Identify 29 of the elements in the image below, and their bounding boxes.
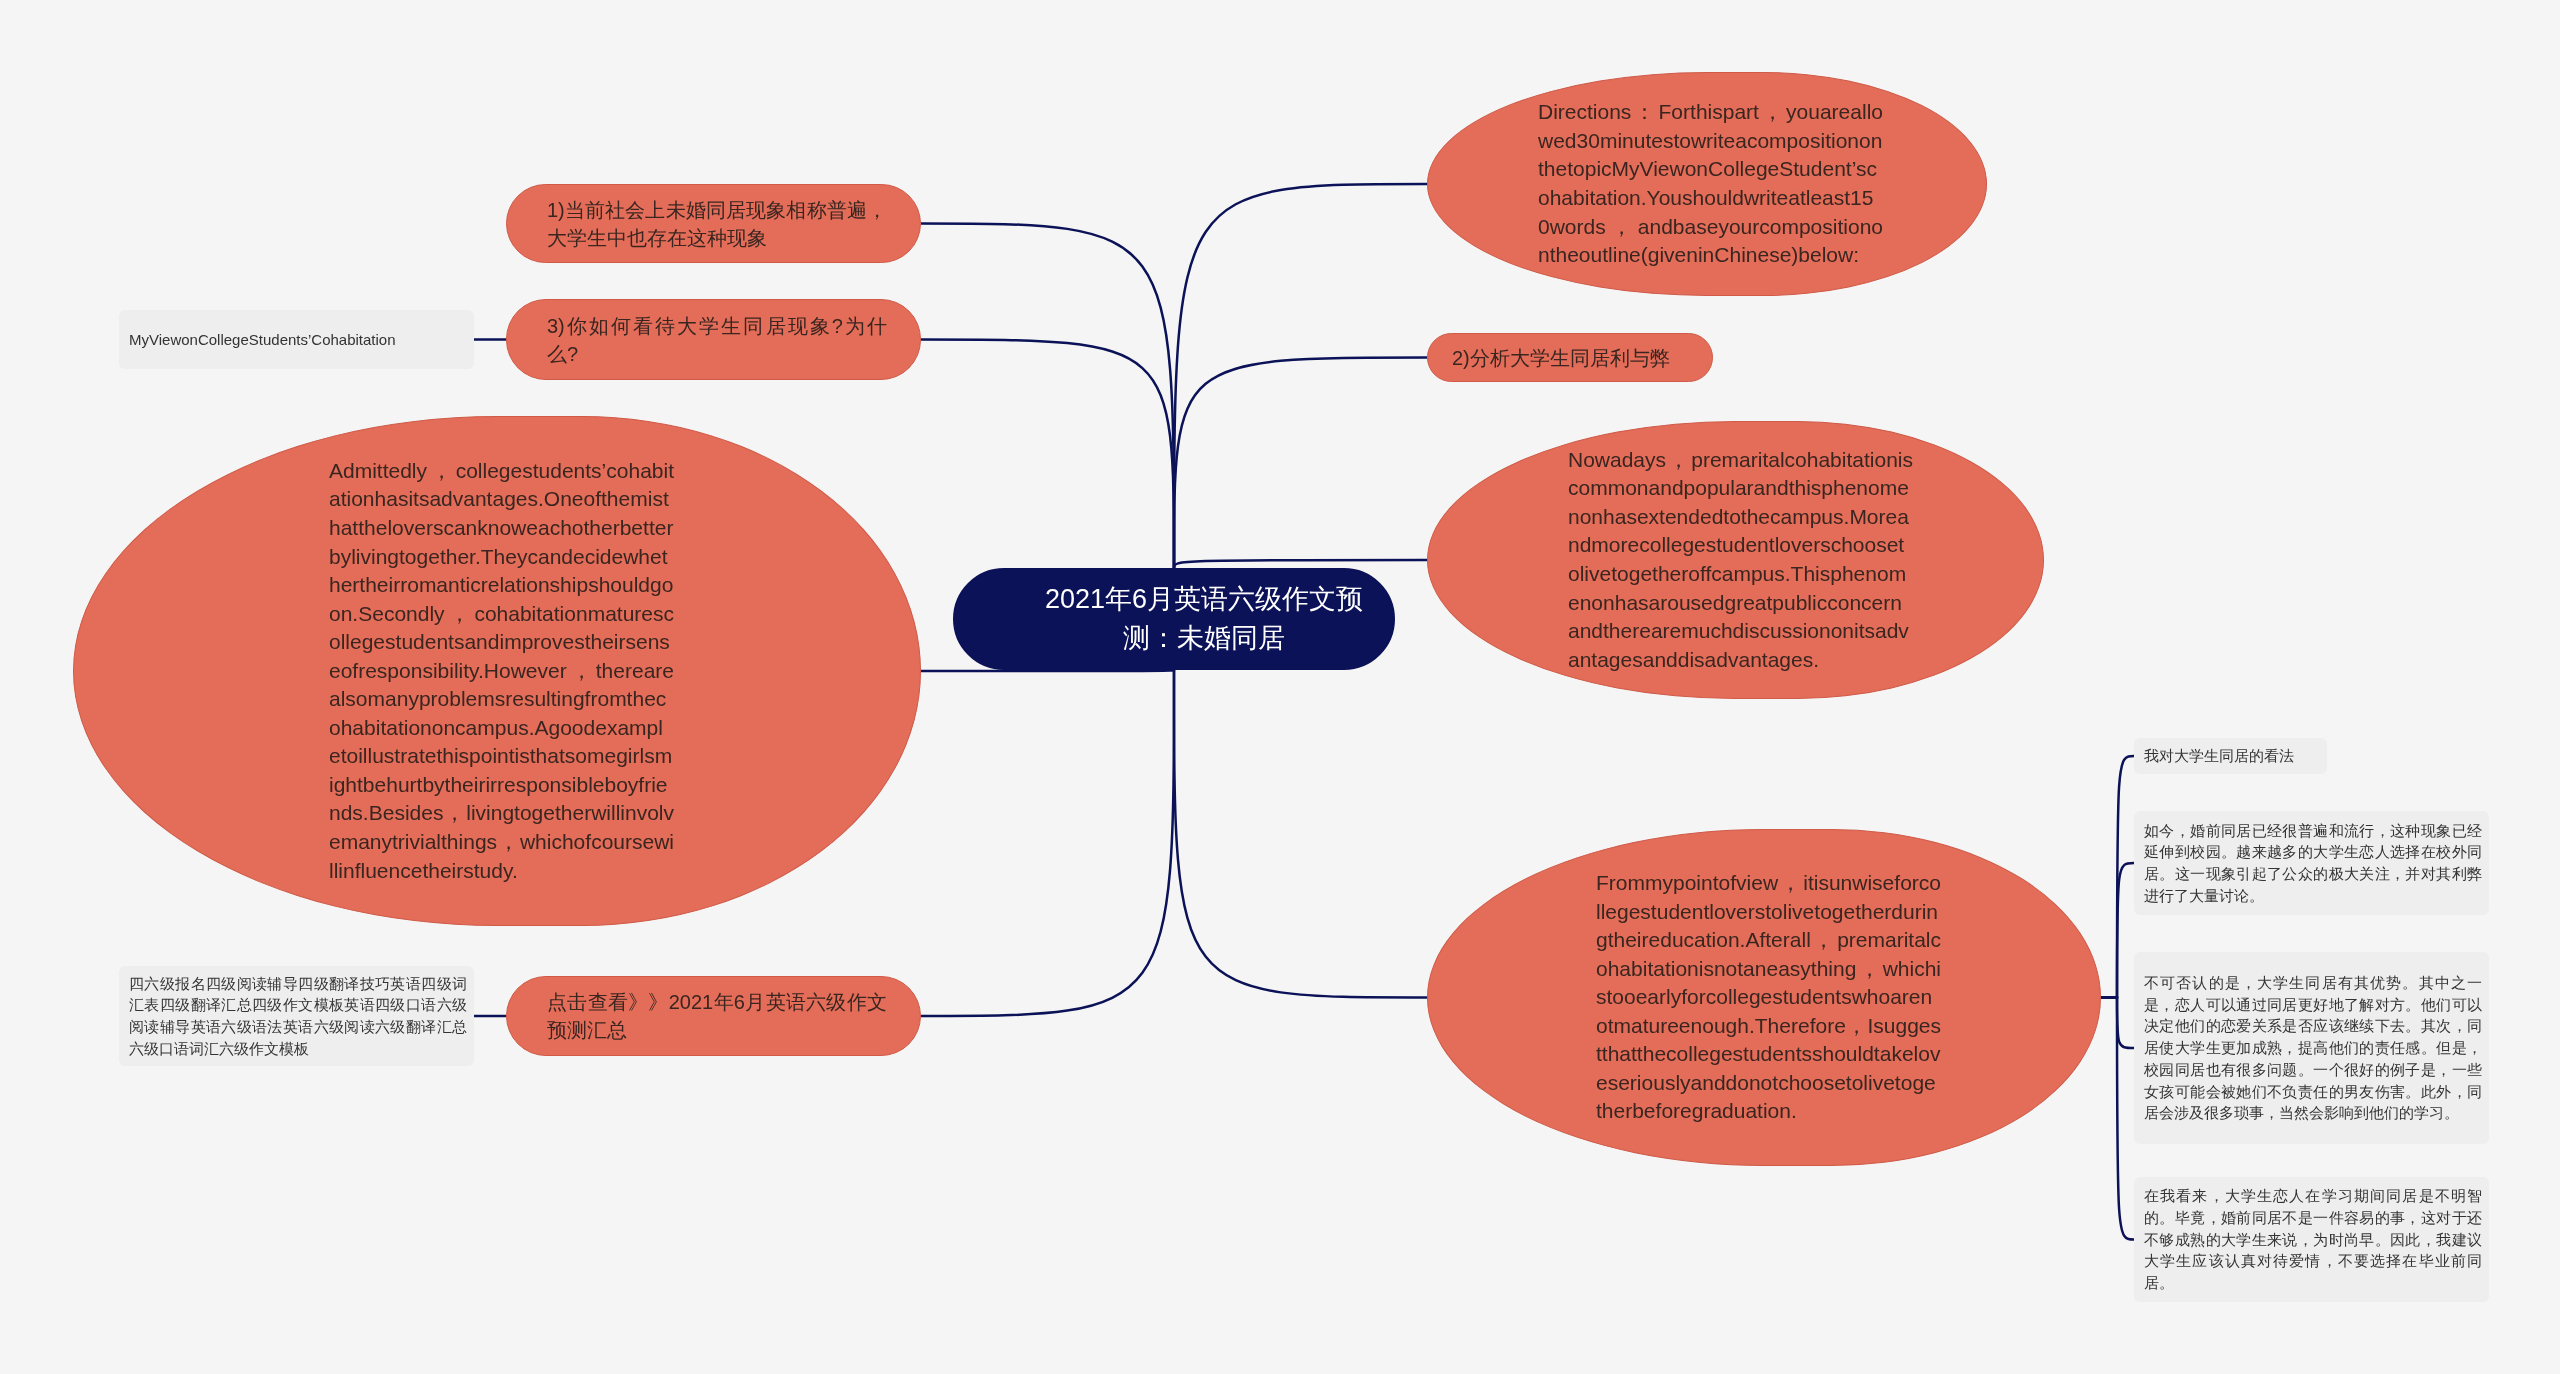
connector-line	[1172, 558, 1427, 569]
connector-line	[1172, 670, 1427, 999]
note-card	[119, 966, 474, 1066]
connector-line	[921, 668, 1175, 673]
node-text: MyViewonCollegeStudents’Cohabitation	[129, 329, 397, 350]
node-text: 四六级报名四级阅读辅导四级翻译技巧英语四级词汇表四级翻译汇总四级作文模板英语四级口语六级阅读辅导英语六级语法英语六级阅读六级翻译汇总六级口语词汇六级作文模板	[129, 973, 467, 1059]
note-card	[2134, 811, 2489, 915]
note-card	[2134, 738, 2327, 774]
node-text: 如今，婚前同居已经很普遍和流行，这种现象已经延伸到校园。越来越多的大学生恋人选择在校外同居。这一现象引起了公众的极大关注，并对其利弊进行了大量讨论。	[2144, 820, 2482, 906]
node-text: Frommypointofview，itisunwiseforcollegestudentloverstolivetogetherduringtheireducation.Afterall，premaritalcohabitationisnotaneasything，whichistooearlyforcollegestudentswhoarenotmatureenough.Therefore，Isuggestthatthecollegestudentsshouldtakeloveseriouslyanddonotchoosetolivetogetherbeforegraduation.	[1596, 870, 1941, 1125]
node-text: Directions：Forthispart，youareallowed30minutestowriteacompositiononthetopicMyViewonCollegeStudent’scohabitation.Youshouldwriteatleast150words，andbaseyourcompositionontheoutline(giveninChinese)below:	[1538, 99, 1883, 269]
note-card	[2134, 1177, 2489, 1302]
node-text: 不可否认的是，大学生同居有其优势。其中之一是，恋人可以通过同居更好地了解对方。他们可以决定他们的恋爱关系是否应该继续下去。其次，同居使大学生更加成熟，提高他们的责任感。但是，校园同居也有很多问题。一个很好的例子是，一些女孩可能会被她们不负责任的男友伤害。此外，同居会涉及很多琐事，当然会影响到他们的学习。	[2144, 972, 2482, 1124]
note-card	[2134, 952, 2489, 1144]
node-text: Admittedly，collegestudents’cohabitationhasitsadvantages.Oneofthemisthattheloverscanknoweachotherbetterbylivingtogether.Theycandecidewhethertheirromanticrelationshipshouldgoon.Secondly，cohabitationmaturescollegestudentsandimprovestheirsenseofresponsibility.However，therearealsomanyproblemsresultingfromthecohabitationoncampus.Agoodexampletoillustratethispointisthatsomegirlsmightbehurtbytheirirresponsibleboyfriends.Besides，livingtogetherwillinvolvemanytrivialthings，whichofcoursewillinfluencetheirstudy.	[329, 457, 674, 884]
topic-pill	[1427, 333, 1713, 382]
node-text: 3)你如何看待大学生同居现象?为什么?	[547, 313, 887, 367]
note-card	[119, 310, 474, 369]
node-text: 点击查看》》2021年6月英语六级作文预测汇总	[547, 990, 887, 1043]
node-text: 2)分析大学生同居利与弊	[1452, 345, 1671, 371]
connector-line	[474, 338, 506, 341]
connector-line	[2101, 996, 2135, 1241]
node-text: 1)当前社会上未婚同居现象相称普遍，大学生中也存在这种现象	[547, 197, 887, 251]
node-text: 我对大学生同居的看法	[2144, 746, 2295, 767]
topic-title: 2021年6月英语六级作文预测：未婚同居	[1043, 582, 1365, 655]
node-text: 在我看来，大学生恋人在学习期间同居是不明智的。毕竟，婚前同居不是一件容易的事，这对于还不够成熟的大学生来说，为时尚早。因此，我建议大学生应该认真对待爱情，不要选择在毕业前同居。	[2144, 1186, 2482, 1294]
node-text: Nowadays，premaritalcohabitationiscommonandpopularandthisphenomenonhasextendedtothecampus.Moreandmorecollegestudentloverschoosetolivetogetheroffcampus.Thisphenomenonhasarousedgreatpublicconcernandtherearemuchdiscussiononitsadvantagesanddisadvantages.	[1568, 446, 1913, 673]
connector-line	[1172, 356, 1427, 568]
connector-line	[474, 1014, 506, 1018]
